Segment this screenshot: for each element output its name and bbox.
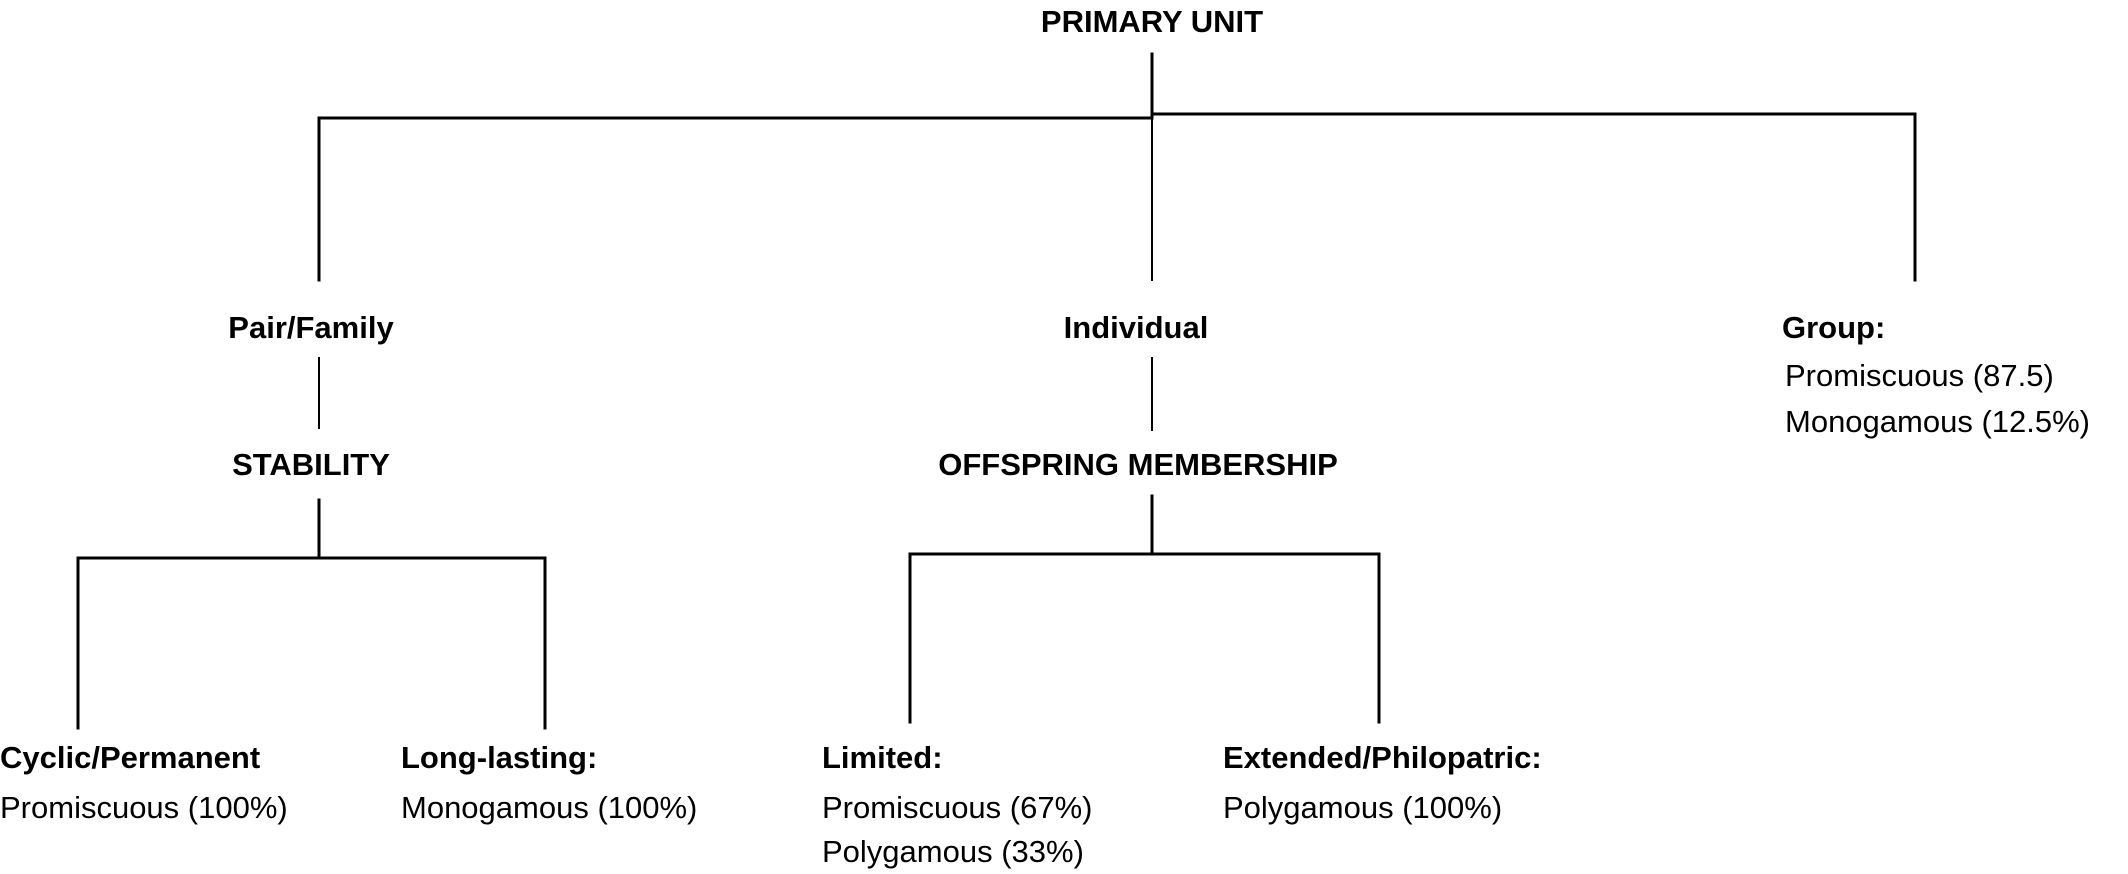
- group-heading: Group:: [1782, 310, 1886, 345]
- limited-line: Polygamous (33%): [822, 834, 1084, 869]
- cyclic-permanent-line: Promiscuous (100%): [0, 790, 288, 825]
- long-lasting-line: Monogamous (100%): [401, 790, 698, 825]
- stability-label: STABILITY: [232, 447, 390, 482]
- root-crossbar-left: [317, 116, 1154, 282]
- group-line: Promiscuous (87.5): [1785, 358, 2054, 393]
- offspring-membership-label: OFFSPRING MEMBERSHIP: [938, 447, 1338, 482]
- limited-line: Promiscuous (67%): [822, 790, 1093, 825]
- pair-family-label: Pair/Family: [228, 310, 394, 345]
- extended-philopatric-line: Polygamous (100%): [1223, 790, 1503, 825]
- extended-philopatric-heading: Extended/Philopatric:: [1223, 740, 1542, 775]
- root-crossbar-right: [1150, 112, 1917, 282]
- root-label: PRIMARY UNIT: [1040, 4, 1264, 39]
- offspring-bracket: [908, 552, 1381, 724]
- limited-heading: Limited:: [822, 740, 943, 775]
- group-line: Monogamous (12.5%): [1785, 404, 2090, 439]
- cyclic-permanent-heading: Cyclic/Permanent: [0, 740, 261, 775]
- stability-bracket: [76, 556, 547, 730]
- long-lasting-heading: Long-lasting:: [401, 740, 598, 775]
- individual-label: Individual: [1063, 310, 1209, 345]
